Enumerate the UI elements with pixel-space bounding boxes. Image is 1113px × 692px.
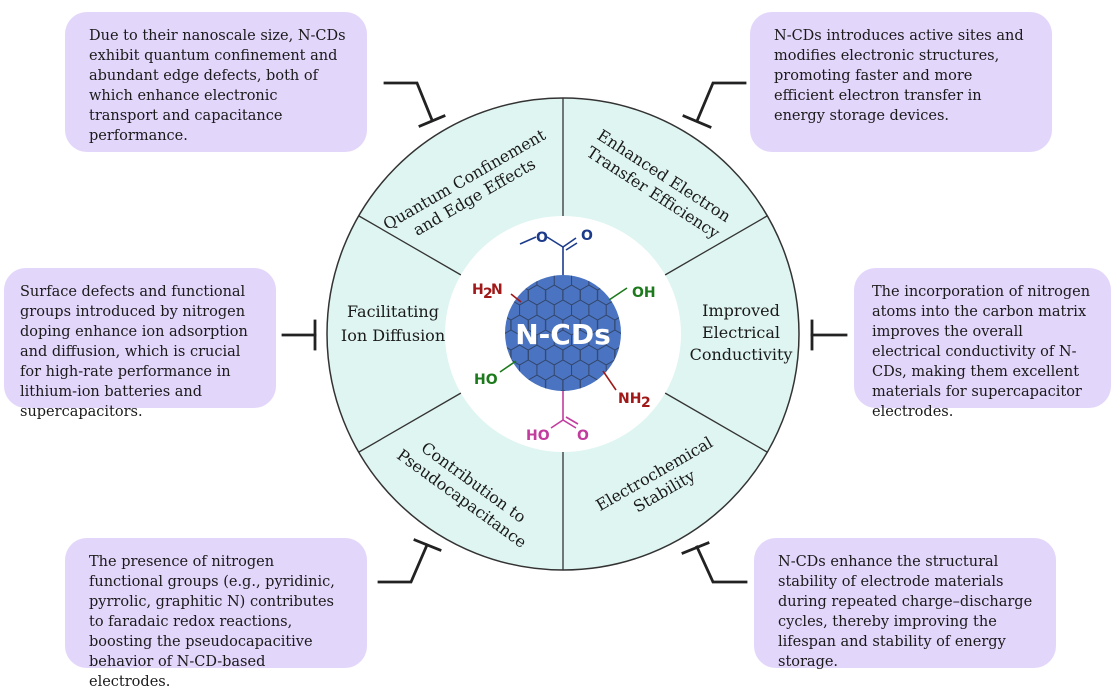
functional-groups: O O H 2 N OH HO NH 2 HO O <box>472 228 656 444</box>
amine-right-nh: NH <box>618 391 641 407</box>
segment-diffusion-line2: Ion Diffusion <box>341 326 445 345</box>
segment-dividers <box>358 98 768 570</box>
box-conductivity: The incorporation of nitrogen atoms into… <box>854 268 1111 420</box>
amine-right-sub: 2 <box>641 395 651 411</box>
segment-diffusion: Facilitating Ion Diffusion <box>341 302 445 345</box>
hydroxyl-right: OH <box>632 285 656 301</box>
acid-hydroxyl: HO <box>526 428 550 444</box>
amine-left-h: H <box>472 282 484 298</box>
connector-quantum <box>383 81 434 122</box>
diagram-canvas: N-CDs O O H 2 N OH HO NH 2 <box>281 81 848 584</box>
amine-left-sub: 2 <box>483 286 493 302</box>
amine-left-n: N <box>491 282 503 298</box>
box-quantum: Due to their nanoscale size, N-CDs exhib… <box>65 12 367 152</box>
connectors <box>281 81 848 584</box>
connector-pseudo <box>377 543 429 584</box>
box-pseudo: The presence of nitrogen functional grou… <box>65 538 367 690</box>
segment-diffusion-line1: Facilitating <box>347 302 439 321</box>
box-electron: N-CDs introduces active sites and modifi… <box>750 12 1052 152</box>
ester-carbonyl-o: O <box>581 228 593 244</box>
connector-electron <box>695 81 747 123</box>
hydroxyl-left: HO <box>474 372 498 388</box>
segment-conductivity-line3: Conductivity <box>690 345 793 364</box>
box-stability: N-CDs enhance the structural stability o… <box>754 538 1056 670</box>
segment-conductivity: Improved Electrical Conductivity <box>690 301 793 364</box>
ncd-disc: N-CDs <box>505 275 621 391</box>
segment-conductivity-line2: Electrical <box>702 323 780 342</box>
box-diffusion: Surface defects and functional groups in… <box>4 268 276 420</box>
connector-stability <box>695 545 748 584</box>
ester-o: O <box>536 230 548 246</box>
segment-conductivity-line1: Improved <box>702 301 780 320</box>
acid-carbonyl-o: O <box>577 428 589 444</box>
ncd-label: N-CDs <box>515 318 611 351</box>
